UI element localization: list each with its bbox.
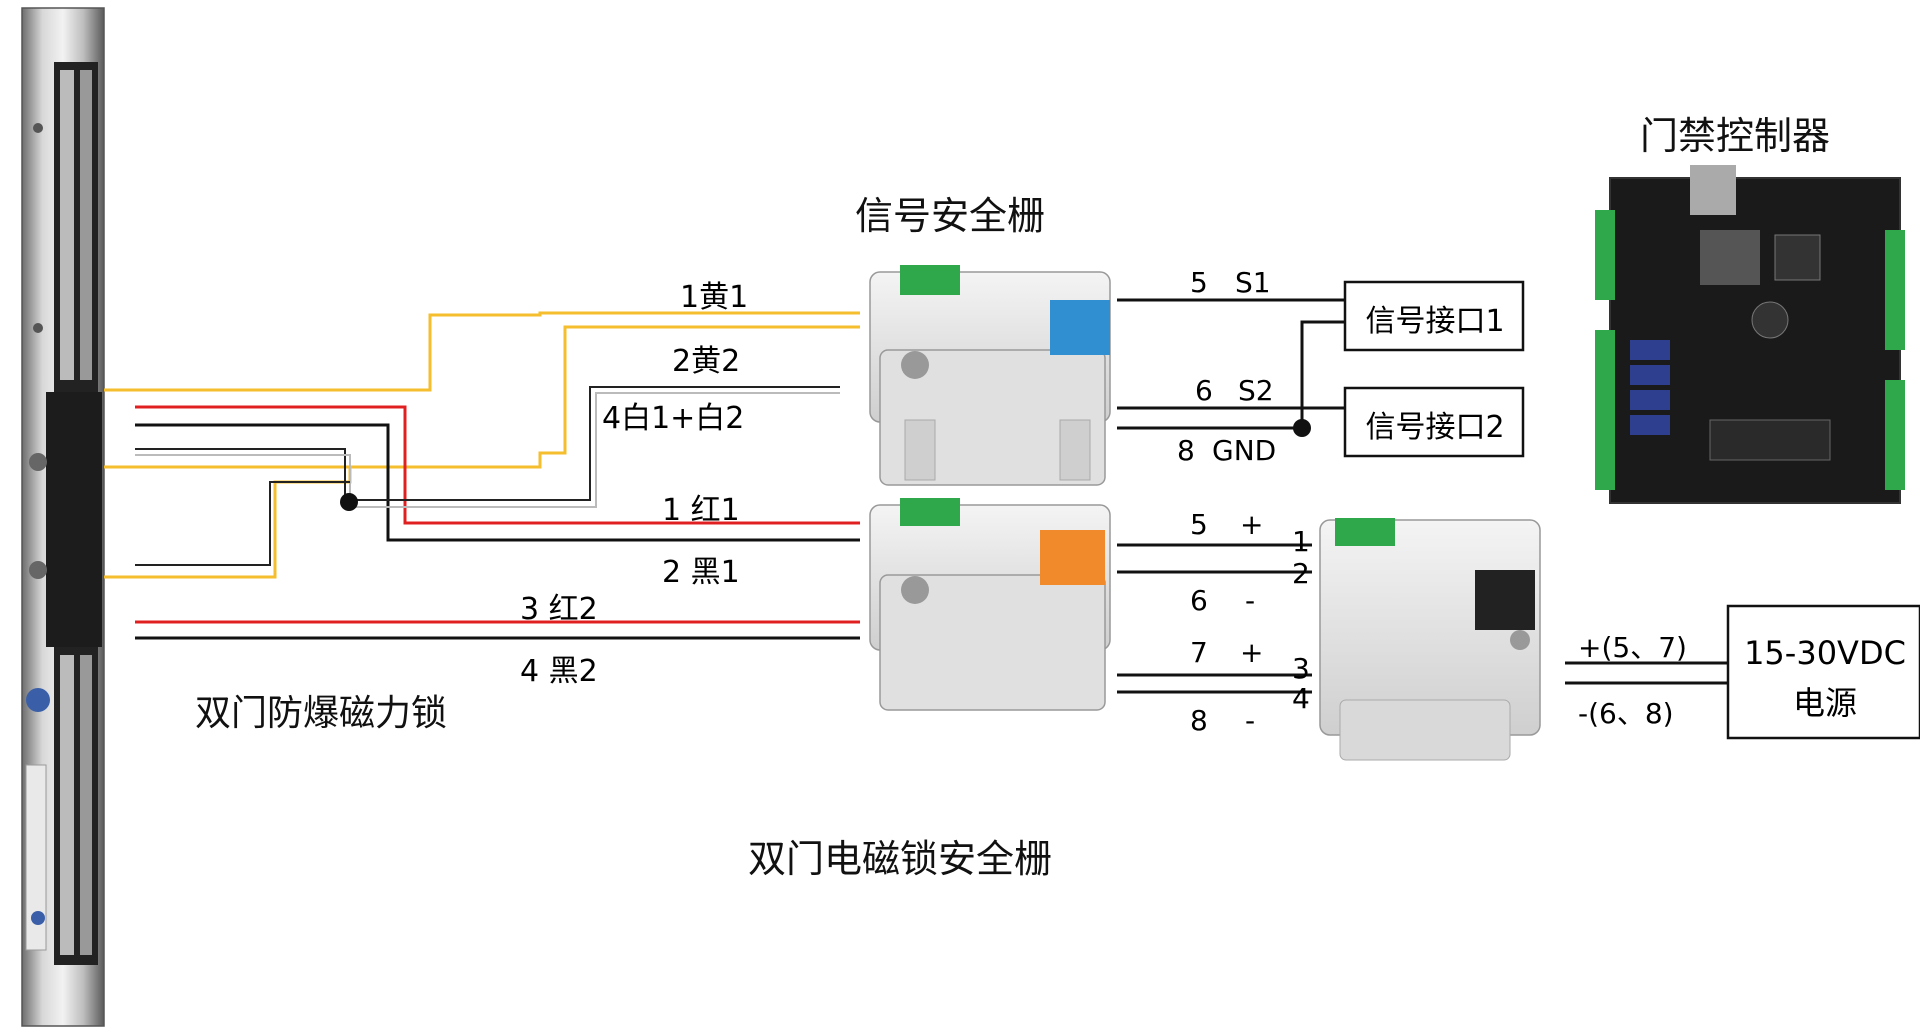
- title-door-lock-barrier: 双门电磁锁安全栅: [748, 837, 1053, 881]
- term-gnd: GND: [1212, 434, 1277, 467]
- signal-port-1: 信号接口1: [1365, 304, 1505, 339]
- psu-in-1: 1: [1292, 525, 1310, 558]
- access-controller-board: [1595, 165, 1905, 504]
- magnetic-lock: [21, 7, 105, 1027]
- term-6: 6: [1190, 584, 1208, 617]
- gnd-junction-dot: [1293, 419, 1311, 437]
- psu-plus: +(5、7): [1578, 631, 1687, 664]
- wire-label-white: 4白1+白2: [602, 401, 745, 436]
- term-7: 7: [1190, 636, 1208, 669]
- psu-in-3: 3: [1292, 652, 1310, 685]
- wire-label-yellow2: 2黄2: [672, 344, 741, 379]
- term-8-sign: -: [1245, 704, 1256, 737]
- wire-label-yellow1: 1黄1: [680, 280, 749, 315]
- wire-label-red2: 3 红2: [520, 592, 598, 627]
- term-s2-num: 6: [1195, 374, 1213, 407]
- junction-dot: [340, 493, 358, 511]
- power-supply-box: [1726, 604, 1920, 740]
- term-8: 8: [1190, 704, 1208, 737]
- term-s2: S2: [1238, 374, 1274, 407]
- psu-in-4: 4: [1292, 682, 1310, 715]
- psu-minus: -(6、8): [1578, 697, 1674, 730]
- title-magnetic-lock: 双门防爆磁力锁: [195, 693, 448, 734]
- wire-label-black2: 4 黑2: [520, 654, 598, 689]
- term-5: 5: [1190, 508, 1208, 541]
- signal-lines: [1117, 298, 1345, 430]
- signal-barrier-module: [869, 265, 1111, 486]
- signal-port-2: 信号接口2: [1365, 410, 1505, 445]
- term-gnd-num: 8: [1177, 434, 1195, 467]
- title-access-controller: 门禁控制器: [1640, 114, 1831, 158]
- psu-in-2: 2: [1292, 557, 1310, 590]
- wire-label-black1: 2 黑1: [662, 555, 740, 590]
- title-signal-barrier: 信号安全栅: [855, 194, 1046, 238]
- power-supply-label: 电源: [1792, 684, 1857, 722]
- psu-lines: [1565, 661, 1728, 685]
- term-5-sign: +: [1240, 508, 1264, 541]
- wire-label-red1: 1 红1: [662, 493, 740, 528]
- power-supply-voltage: 15-30VDC: [1744, 634, 1906, 672]
- lock-wires: [104, 311, 860, 640]
- signal-port-2-box: [1343, 386, 1525, 458]
- term-7-sign: +: [1240, 636, 1264, 669]
- door-lock-barrier-module: [869, 498, 1111, 711]
- power-module: [1319, 518, 1541, 761]
- term-6-sign: -: [1245, 584, 1256, 617]
- signal-port-1-box: [1343, 280, 1525, 352]
- lock-power-lines: [1117, 543, 1312, 694]
- term-s1: S1: [1235, 266, 1271, 299]
- term-s1-num: 5: [1190, 266, 1208, 299]
